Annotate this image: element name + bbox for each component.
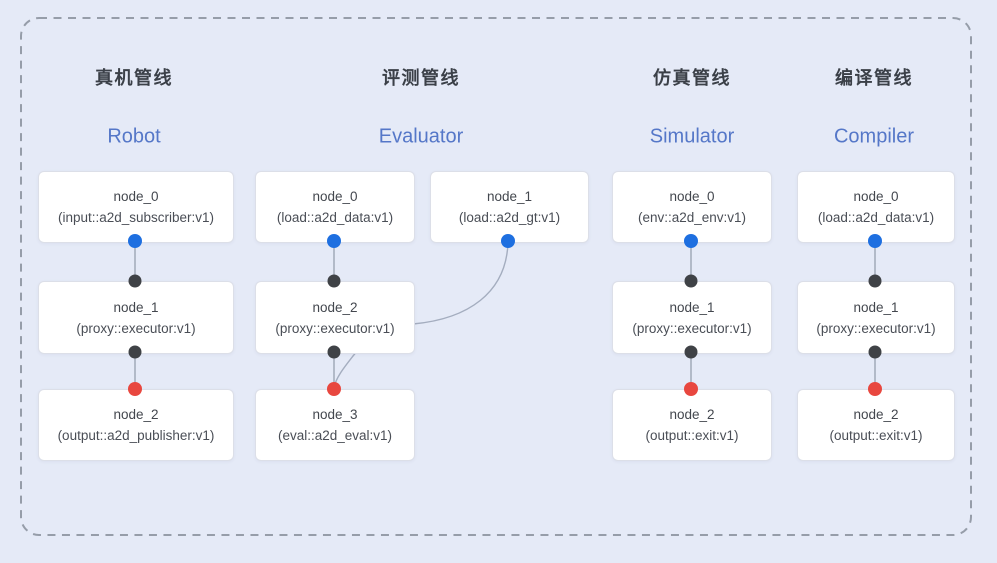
node-label: node_0 xyxy=(312,189,358,204)
node-label: node_2 xyxy=(669,407,715,422)
node-type: (load::a2d_data:v1) xyxy=(276,210,394,225)
node-card-evaluator-node_1: node_1(load::a2d_gt:v1) xyxy=(430,171,589,243)
port-red-dot xyxy=(128,382,142,396)
node-label: node_0 xyxy=(113,189,159,204)
port-black-dot xyxy=(327,274,341,288)
node-label: node_0 xyxy=(853,189,899,204)
node-card-robot-node_2: node_2(output::a2d_publisher:v1) xyxy=(38,389,234,461)
node-card-simulator-node_0: node_0(env::a2d_env:v1) xyxy=(612,171,772,243)
node-label: node_1 xyxy=(113,299,159,315)
node-type: (input::a2d_subscriber:v1) xyxy=(57,210,215,225)
node-type: (output::exit:v1) xyxy=(829,428,923,443)
node-card-compiler-node_1: node_1(proxy::executor:v1) xyxy=(797,281,955,354)
node-type: (load::a2d_gt:v1) xyxy=(458,210,561,225)
pipeline-title-cn-simulator: 仿真管线 xyxy=(653,68,731,88)
node-label: node_0 xyxy=(669,189,715,204)
pipeline-title-en-compiler: Compiler xyxy=(833,125,915,148)
node-label: node_2 xyxy=(312,299,358,315)
node-type: (proxy::executor:v1) xyxy=(76,320,196,336)
node-type: (proxy::executor:v1) xyxy=(816,320,936,336)
node-card-compiler-node_2: node_2(output::exit:v1) xyxy=(797,389,955,461)
node-card-compiler-node_0: node_0(load::a2d_data:v1) xyxy=(797,171,955,243)
port-black-dot xyxy=(868,274,882,288)
port-red-dot xyxy=(327,382,341,396)
node-label: node_2 xyxy=(113,407,159,422)
node-type: (proxy::executor:v1) xyxy=(275,320,395,336)
pipeline-title-cn-compiler: 编译管线 xyxy=(835,68,913,88)
port-red-dot xyxy=(868,382,882,396)
port-black-dot xyxy=(868,345,882,359)
pipeline-title-cn-evaluator: 评测管线 xyxy=(382,68,460,88)
node-type: (output::exit:v1) xyxy=(645,428,739,443)
port-black-dot xyxy=(128,274,142,288)
port-blue-dot xyxy=(128,234,142,248)
node-card-evaluator-node_3: node_3(eval::a2d_eval:v1) xyxy=(255,389,415,461)
node-type: (load::a2d_data:v1) xyxy=(817,210,935,225)
node-type: (env::a2d_env:v1) xyxy=(637,210,747,225)
node-label: node_1 xyxy=(486,189,533,204)
pipeline-title-en-simulator: Simulator xyxy=(649,125,735,148)
node-label: node_1 xyxy=(853,299,899,315)
node-type: (output::a2d_publisher:v1) xyxy=(57,428,215,443)
port-blue-dot xyxy=(868,234,882,248)
node-card-robot-node_1: node_1(proxy::executor:v1) xyxy=(38,281,234,354)
node-card-evaluator-node_0: node_0(load::a2d_data:v1) xyxy=(255,171,415,243)
pipeline-title-en-evaluator: Evaluator xyxy=(378,125,464,148)
dashed-frame xyxy=(20,17,972,536)
port-red-dot xyxy=(684,382,698,396)
node-card-evaluator-node_2: node_2(proxy::executor:v1) xyxy=(255,281,415,354)
node-type: (eval::a2d_eval:v1) xyxy=(277,428,393,443)
node-card-robot-node_0: node_0(input::a2d_subscriber:v1) xyxy=(38,171,234,243)
port-black-dot xyxy=(684,274,698,288)
node-card-simulator-node_2: node_2(output::exit:v1) xyxy=(612,389,772,461)
port-blue-dot xyxy=(684,234,698,248)
port-black-dot xyxy=(684,345,698,359)
pipeline-title-en-robot: Robot xyxy=(107,125,161,148)
node-label: node_3 xyxy=(312,407,358,422)
port-blue-dot xyxy=(327,234,341,248)
port-blue-dot xyxy=(501,234,515,248)
node-type: (proxy::executor:v1) xyxy=(632,320,752,336)
port-black-dot xyxy=(128,345,142,359)
node-label: node_1 xyxy=(669,299,715,315)
pipeline-title-cn-robot: 真机管线 xyxy=(95,68,173,88)
node-label: node_2 xyxy=(853,407,899,422)
port-black-dot xyxy=(327,345,341,359)
node-card-simulator-node_1: node_1(proxy::executor:v1) xyxy=(612,281,772,354)
